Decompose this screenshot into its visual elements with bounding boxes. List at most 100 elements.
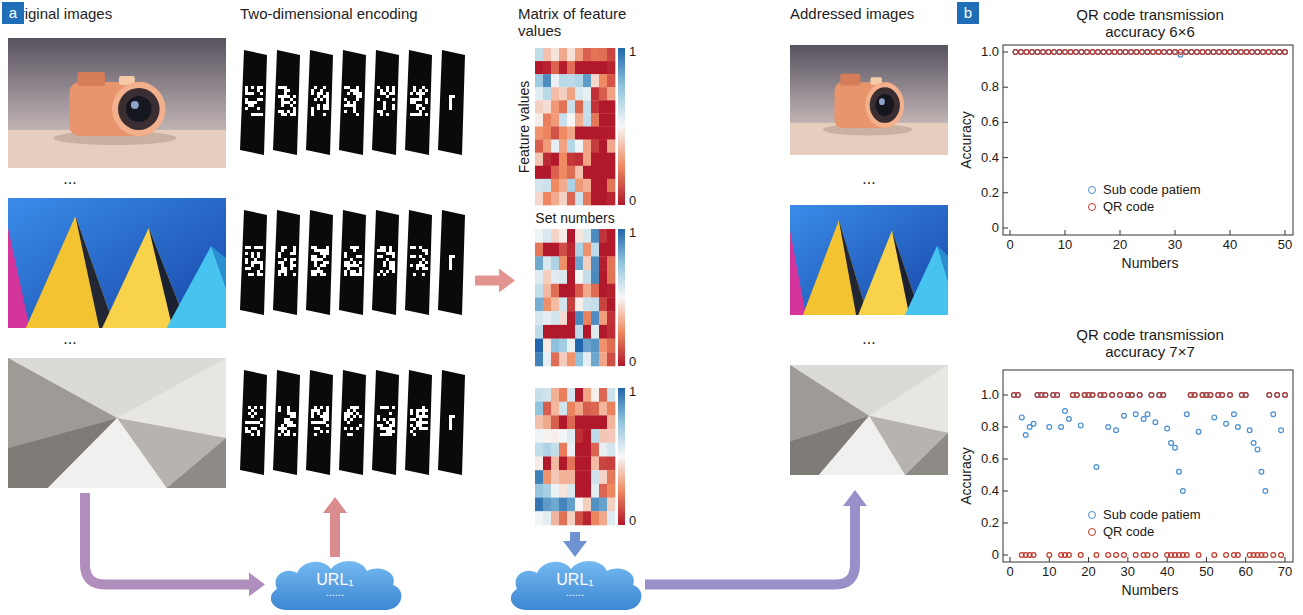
- data-point: [1030, 50, 1035, 55]
- qr-pixel: [320, 252, 323, 255]
- data-point: [1239, 50, 1244, 55]
- qr-pixel: [377, 273, 380, 276]
- heatmap-cell: [591, 511, 599, 525]
- qr-tile: [339, 210, 366, 315]
- data-point: [1031, 553, 1036, 558]
- data-point: [1244, 50, 1249, 55]
- heatmap-cell: [583, 243, 591, 257]
- qr-pixel: [278, 110, 281, 113]
- heatmap-cell: [559, 298, 567, 312]
- art-svg: [8, 198, 226, 328]
- heatmap-cell: [551, 192, 559, 205]
- legend-text: QR code: [1103, 198, 1154, 215]
- heatmap-cell: [543, 100, 551, 113]
- qr-pixel: [416, 107, 419, 110]
- arrow-shaft: [645, 506, 855, 585]
- qr-pixel: [344, 270, 347, 273]
- data-point: [1118, 393, 1123, 398]
- heatmap-cell: [575, 443, 583, 457]
- heatmap-cell: [535, 61, 543, 74]
- qr-pixel: [245, 421, 248, 424]
- data-point: [1151, 50, 1156, 55]
- qr-pixel: [245, 101, 248, 104]
- data-point: [1228, 393, 1233, 398]
- qr-pixel: [320, 98, 323, 101]
- data-point: [1035, 50, 1040, 55]
- qr-pixel: [248, 92, 251, 95]
- qr-pixel: [278, 261, 281, 264]
- column-heading: Addressed images: [790, 5, 953, 22]
- heatmap-cell: [567, 127, 575, 140]
- heatmap-cell: [551, 229, 559, 243]
- qr-pixel: [359, 415, 362, 418]
- heatmap-cell: [551, 470, 559, 484]
- data-point: [1247, 428, 1252, 433]
- arrow-shaft: [330, 513, 340, 557]
- heatmap-cell: [567, 61, 575, 74]
- heatmap-cell: [599, 270, 607, 284]
- data-point: [1228, 50, 1233, 55]
- heatmap-cell: [607, 388, 615, 402]
- heatmap-cell: [575, 179, 583, 192]
- heatmap-cell: [567, 113, 575, 126]
- qr-pixel: [422, 412, 425, 415]
- art-svg: [790, 205, 948, 315]
- heatmap-cell: [567, 311, 575, 325]
- heatmap-cell: [599, 74, 607, 87]
- legend-swatch: [1088, 186, 1096, 194]
- qr-pixel: [326, 252, 329, 255]
- heatmap-cell: [543, 166, 551, 179]
- heatmap-cell: [535, 443, 543, 457]
- qr-pixel: [344, 110, 347, 113]
- heatmap-cell: [591, 270, 599, 284]
- heatmap-cell: [607, 61, 615, 74]
- heatmap-cell: [575, 127, 583, 140]
- qr-tile: [306, 50, 333, 155]
- qr-pixel: [350, 264, 353, 267]
- heatmap-cell: [535, 256, 543, 270]
- qr-pixel: [344, 255, 347, 258]
- heatmap-cell: [607, 415, 615, 429]
- qr-pixel: [254, 113, 257, 116]
- qr-pixel: [380, 110, 383, 113]
- axis-tick: [1003, 122, 1008, 123]
- tick-label: 30: [1168, 238, 1182, 253]
- tick-label: 1.0: [981, 388, 999, 403]
- heatmap-cell: [567, 270, 575, 284]
- data-point: [1217, 50, 1222, 55]
- qr-pixel: [323, 412, 326, 415]
- data-point: [1112, 50, 1117, 55]
- heatmap-cell: [559, 140, 567, 153]
- qr-pixel: [344, 415, 347, 418]
- panel-label: a: [2, 2, 24, 24]
- qr-pixel: [359, 273, 362, 276]
- qr-pixel: [353, 246, 356, 249]
- heatmap-cell: [543, 388, 551, 402]
- qr-pixel: [245, 430, 248, 433]
- qr-pixel: [413, 246, 416, 249]
- qr-pixel: [317, 258, 320, 261]
- qr-pixel: [422, 421, 425, 424]
- qr-pixel: [281, 270, 284, 273]
- qr-pixel: [422, 267, 425, 270]
- data-point: [1220, 393, 1225, 398]
- data-point: [1283, 393, 1288, 398]
- heatmap-cell: [607, 87, 615, 100]
- qr-pixel: [347, 264, 350, 267]
- data-point: [1208, 393, 1213, 398]
- qr-pixel: [245, 261, 248, 264]
- qr-pixel: [257, 98, 260, 101]
- url-ellipsis: ......: [326, 588, 344, 598]
- qr-pixel: [353, 264, 356, 267]
- qr-pixel: [284, 92, 287, 95]
- qr-pixel: [410, 92, 413, 95]
- qr-pixel: [326, 104, 329, 107]
- qr-pixel: [422, 86, 425, 89]
- art-use: [8, 38, 226, 168]
- data-point: [1277, 50, 1282, 55]
- heatmap-cell: [535, 270, 543, 284]
- data-point: [1149, 393, 1154, 398]
- data-point: [1271, 553, 1276, 558]
- heatmap-cell: [583, 511, 591, 525]
- heatmap-cell: [591, 256, 599, 270]
